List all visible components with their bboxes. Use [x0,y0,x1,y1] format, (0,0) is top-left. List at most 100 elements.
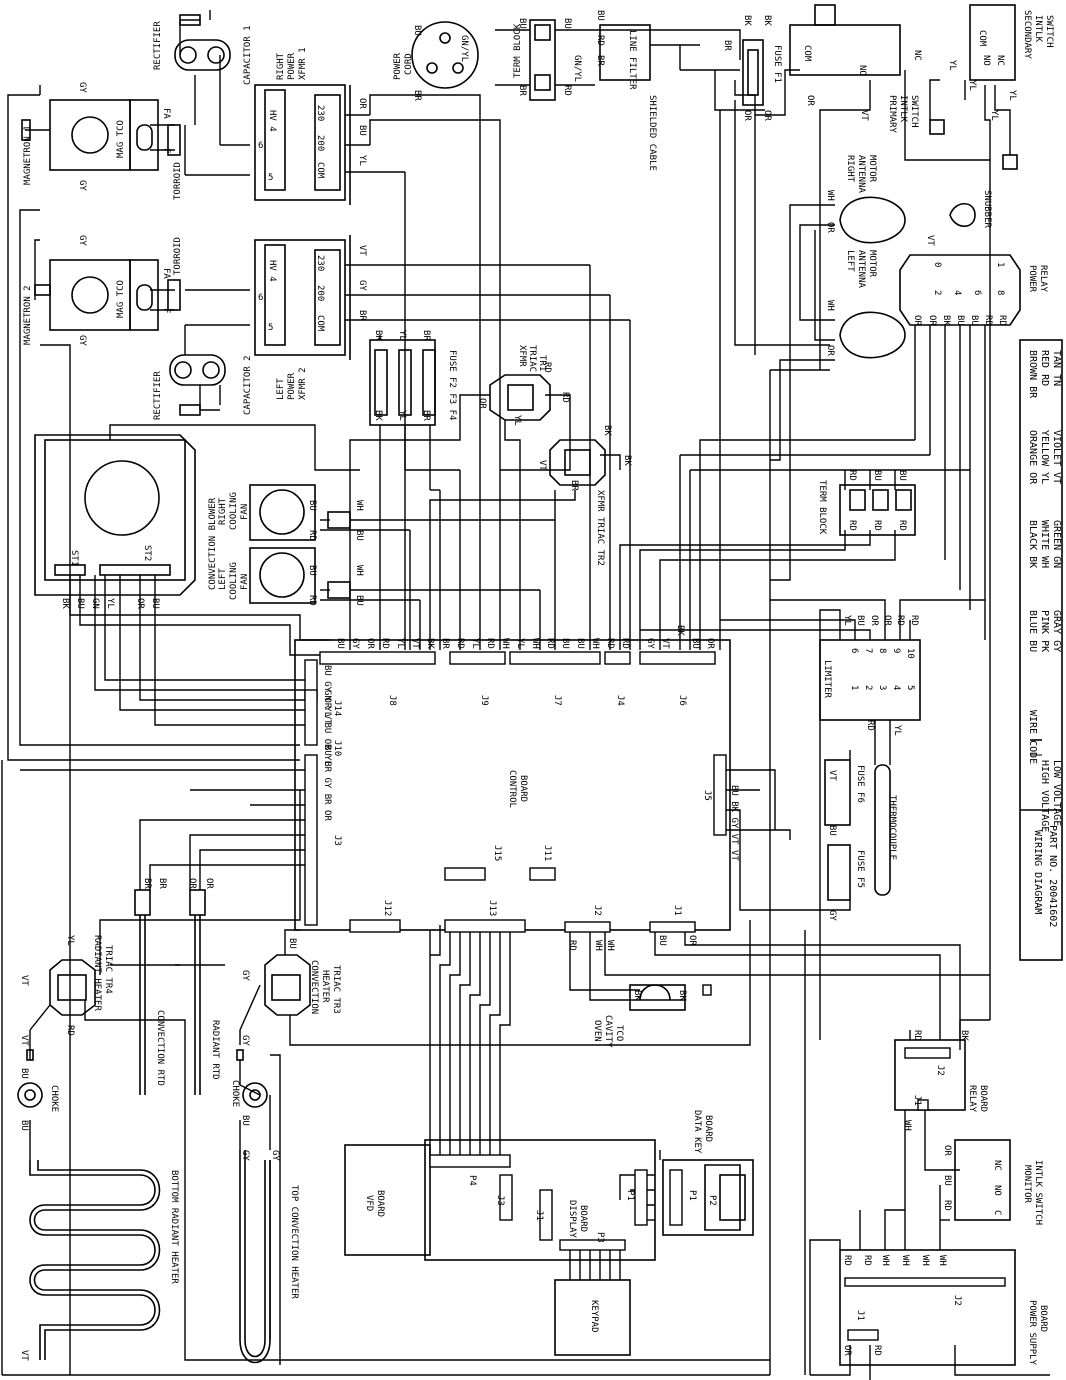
svg-text:FUSE F2 F3 F4: FUSE F2 F3 F4 [447,350,457,420]
svg-text:RD: RD [872,520,882,531]
convection-blower [34,434,196,596]
svg-text:BK: BK [762,15,772,26]
svg-text:J4: J4 [615,695,625,706]
svg-text:WH: WH [605,940,615,951]
svg-text:BU: BU [855,615,865,626]
svg-text:WH: WH [354,565,364,576]
svg-text:4: 4 [952,290,962,295]
power-supply-board [839,1249,1016,1366]
svg-text:BOARD: BOARD [518,775,528,802]
svg-text:POWER: POWER [393,52,403,80]
right-antenna-motor [839,196,906,244]
rectifier-bottom [169,354,226,386]
svg-text:200: 200 [315,285,325,301]
svg-text:RD: RD [842,1255,852,1266]
svg-text:LINE FILTER: LINE FILTER [627,30,637,90]
left-antenna-motor [839,311,906,359]
thermocouple [874,764,891,896]
svg-text:WH: WH [590,638,600,649]
svg-text:BU: BU [575,638,585,649]
svg-text:VT: VT [357,245,367,256]
svg-text:CONVECTION RTD: CONVECTION RTD [155,1010,165,1086]
svg-text:XFMR TRIAC TR2: XFMR TRIAC TR2 [595,490,605,566]
svg-text:OR: OR [762,110,772,121]
svg-text:BR: BR [412,90,422,101]
svg-text:BOARD: BOARD [978,1085,988,1112]
svg-text:CAPACITOR 2: CAPACITOR 2 [243,355,253,415]
svg-text:J1: J1 [534,1210,544,1221]
svg-text:OR: OR [742,110,752,121]
svg-text:HV 4: HV 4 [267,260,277,282]
svg-text:8: 8 [877,648,887,653]
svg-text:BOARD: BOARD [1038,1305,1048,1332]
svg-text:BLACK BK: BLACK BK [1027,520,1038,568]
svg-text:230: 230 [315,255,325,271]
svg-text:VT: VT [19,975,29,986]
svg-text:YL: YL [470,638,480,649]
svg-text:TCO: TCO [614,1025,624,1041]
svg-text:BU: BU [19,1120,29,1131]
svg-text:J2: J2 [952,1295,962,1306]
component-shapes [17,4,1063,1366]
svg-text:SWITCH: SWITCH [909,95,919,128]
svg-text:5: 5 [268,323,273,333]
svg-text:GY: GY [827,910,837,921]
svg-text:YL: YL [357,155,367,166]
svg-text:VT: VT [410,638,420,649]
fuse-f1 [742,39,764,106]
svg-text:CONVECTION BLOWER: CONVECTION BLOWER [208,497,218,590]
svg-text:BU: BU [955,315,965,326]
svg-text:J11: J11 [542,845,552,861]
xfmr-triac-tr2 [549,439,606,486]
svg-text:OR: OR [187,878,197,889]
svg-text:RECTIFIER: RECTIFIER [153,21,163,70]
svg-text:GY: GY [270,1150,280,1161]
svg-text:YL: YL [947,60,957,71]
top-convection-heater [239,1150,271,1364]
svg-text:CAVITY: CAVITY [603,1015,613,1048]
svg-text:THERMOCOUPLE: THERMOCOUPLE [887,795,897,860]
primary-intlk-switch [789,24,901,76]
svg-text:TRIAC: TRIAC [527,345,537,372]
svg-text:MAG TCO: MAG TCO [116,280,126,318]
svg-text:TOP CONVECTION HEATER: TOP CONVECTION HEATER [289,1185,299,1299]
right-cooling-fan [249,484,316,541]
svg-text:OR: OR [204,878,214,889]
svg-text:OR: OR [927,315,937,326]
svg-text:OR: OR [135,598,145,609]
svg-text:RD: RD [545,638,555,649]
svg-text:LEFT: LEFT [218,568,228,590]
svg-text:XFMR 2: XFMR 2 [298,367,308,400]
svg-text:WH: WH [530,638,540,649]
svg-text:GY: GY [240,1035,250,1046]
svg-text:RED RD: RED RD [1039,350,1050,386]
svg-text:RELAY: RELAY [1038,265,1048,293]
svg-text:BU: BU [335,638,345,649]
svg-text:BK: BK [622,455,632,466]
snubber [949,202,976,228]
svg-text:YL: YL [65,935,75,946]
svg-text:J3: J3 [495,1195,505,1206]
svg-text:YL: YL [395,638,405,649]
svg-text:VT: VT [660,638,670,649]
svg-text:LEFT: LEFT [845,250,855,272]
svg-text:BU: BU [690,638,700,649]
term-block-top [529,19,556,101]
svg-text:OR: OR [825,345,835,356]
svg-text:P1: P1 [687,1190,697,1201]
svg-text:2: 2 [932,290,942,295]
svg-text:RD: RD [595,35,605,46]
svg-text:J3: J3 [332,835,342,846]
j8-header [319,651,436,665]
svg-text:MOTOR: MOTOR [867,250,877,278]
svg-text:COM: COM [977,30,987,47]
svg-text:BU: BU [560,638,570,649]
svg-text:PINK PK: PINK PK [1039,610,1050,652]
svg-text:BROWN BR: BROWN BR [1027,350,1038,399]
svg-text:PRIMARY: PRIMARY [887,95,897,134]
svg-text:BR: BR [595,55,605,66]
svg-text:RD: RD [455,638,465,649]
svg-text:WH: WH [880,1255,890,1266]
svg-text:GY: GY [77,82,87,93]
